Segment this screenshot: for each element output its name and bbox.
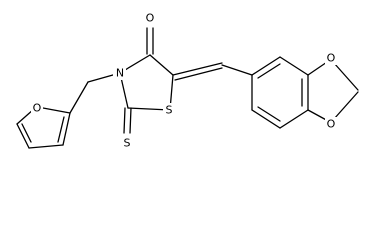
bond-methylene-furan bbox=[69, 81, 89, 114]
atom-label-furan-oxygen: O bbox=[33, 102, 42, 115]
atom-label-ring-sulfur: S bbox=[166, 104, 173, 117]
bond-c4-c5 bbox=[149, 54, 174, 76]
atom-carbonyl-oxygen: O bbox=[144, 11, 156, 25]
structure-canvas: O N S S O O O bbox=[16, 11, 359, 150]
atom-furan-oxygen: O bbox=[31, 101, 43, 115]
atom-ring-nitrogen: N bbox=[113, 66, 126, 80]
atom-label-thioxo-sulfur: S bbox=[124, 137, 131, 150]
dioxole-ring bbox=[307, 59, 359, 123]
exocyclic-double-bond bbox=[172, 62, 223, 81]
furan-ring bbox=[16, 107, 71, 149]
thiazolidinone-ring bbox=[119, 54, 174, 111]
bond-methine-aryl bbox=[221, 64, 253, 76]
carbonyl-double-bond bbox=[146, 27, 154, 55]
benzene-ring bbox=[251, 56, 309, 129]
atom-label-ring-nitrogen: N bbox=[116, 67, 124, 80]
atom-ring-sulfur: S bbox=[163, 103, 175, 117]
atom-label-dioxole-oxygen-bottom: O bbox=[327, 118, 336, 131]
chemical-structure-drawing: O N S S O O O bbox=[16, 11, 359, 150]
atom-label-dioxole-oxygen-top: O bbox=[327, 52, 336, 65]
thioxo-double-bond bbox=[123, 107, 132, 134]
atom-thioxo-sulfur: S bbox=[121, 136, 133, 150]
atom-dioxole-oxygen-top: O bbox=[325, 51, 337, 65]
atom-label-carbonyl-oxygen: O bbox=[146, 12, 155, 25]
atom-dioxole-oxygen-bottom: O bbox=[325, 117, 337, 131]
